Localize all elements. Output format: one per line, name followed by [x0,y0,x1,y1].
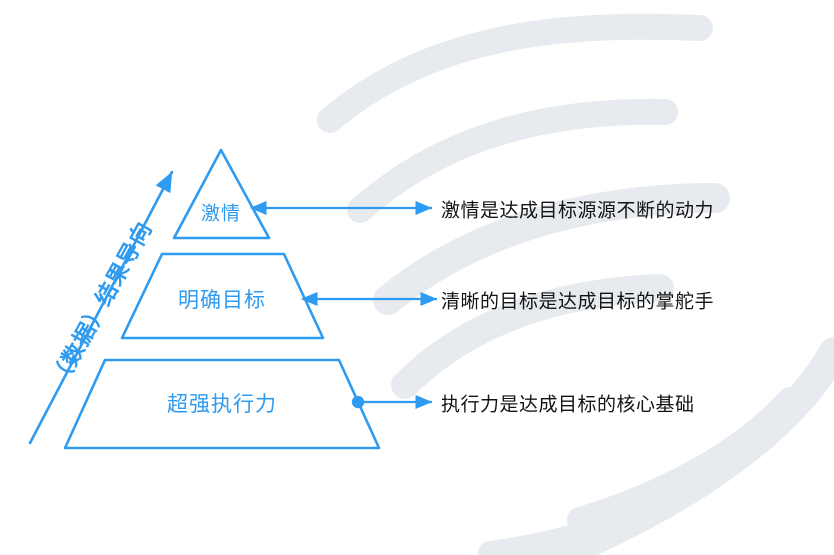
pyramid-tier-bottom-shape[interactable] [63,358,381,450]
result-orientation-arrow [28,170,174,445]
description-middle: 清晰的目标是达成目标的掌舵手 [441,291,715,313]
description-bottom: 执行力是达成目标的核心基础 [441,394,695,416]
pyramid-tier-top-shape[interactable] [172,148,271,240]
pyramid-tier-top-label: 激情 [200,203,242,225]
pyramid-tier-bottom-label: 超强执行力 [167,393,277,416]
pyramid-tier-middle-label: 明确目标 [178,289,266,312]
description-top: 激情是达成目标源源不断的动力 [441,200,715,222]
pyramid-tier-middle-shape[interactable] [120,252,325,340]
